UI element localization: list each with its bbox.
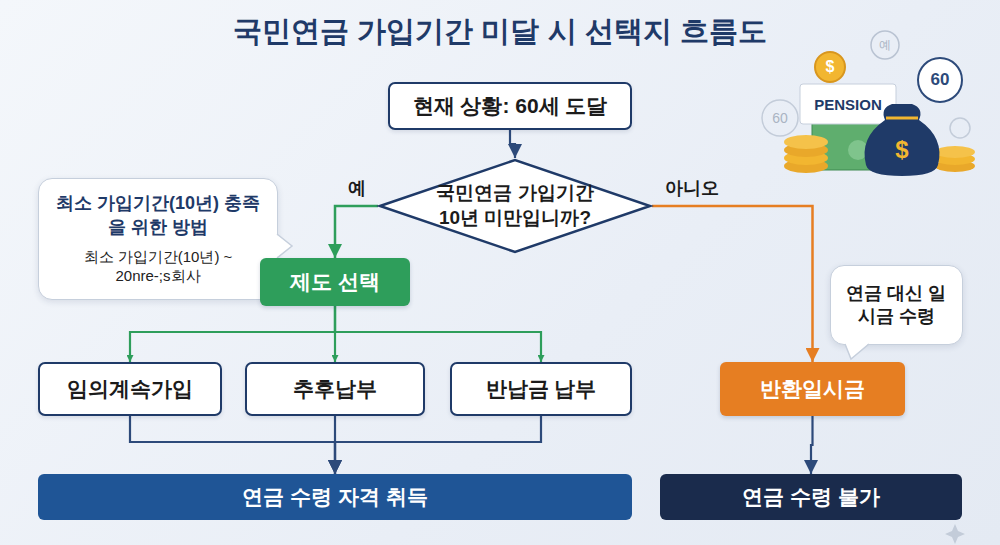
callout-tail [276, 234, 294, 258]
money-bag-tie [886, 117, 918, 120]
edge-label: 예 [348, 176, 366, 200]
flow-arrow [811, 416, 813, 474]
flow-arrow [335, 416, 541, 474]
sparkle [945, 524, 965, 544]
badge-text: 예 [879, 37, 891, 54]
node-text: 국민연금 가입기간 10년 미만입니까? [425, 181, 605, 230]
option-box: 추후납부 [245, 362, 425, 416]
badge-circle [871, 31, 899, 59]
currency-symbol: $ [826, 58, 835, 76]
node-text: 반환일시금 [760, 375, 865, 403]
callout-bubble: 연금 대신 일시금 수령 [830, 265, 963, 345]
node-text: 제도 선택 [290, 268, 380, 296]
node-text: 현재 상황: 60세 도달 [413, 92, 608, 120]
decision-diamond: 국민연금 가입기간 10년 미만입니까? [378, 158, 652, 254]
callout-bubble: 최소 가입기간(10년) 충족을 위한 방법최소 가입기간(10년) ~ 20n… [38, 178, 278, 300]
node-text: 최소 가입기간(10년) ~ 20nre-;s회사 [58, 247, 258, 286]
node-text: 연금 수령 불가 [742, 483, 880, 511]
badge-circle [918, 58, 962, 102]
badge-number: 60 [772, 110, 788, 126]
callout-tail [845, 343, 869, 361]
flow-arrow [652, 206, 813, 362]
diamond-outline [378, 158, 652, 254]
coin [815, 52, 845, 82]
start-box: 현재 상황: 60세 도달 [388, 82, 632, 130]
result-band: 연금 수령 자격 취득 [38, 474, 632, 520]
pension-illustration [762, 31, 975, 544]
choice-box: 제도 선택 [260, 258, 410, 306]
money-bag [865, 104, 940, 176]
flow-arrow [510, 130, 515, 158]
currency-symbol: $ [895, 136, 908, 164]
lump-sum-box: 반환일시금 [720, 362, 905, 416]
badge-circle [950, 118, 970, 138]
badge-number: 60 [931, 70, 950, 90]
flow-arrow [130, 306, 335, 362]
node-text: 연금 수령 자격 취득 [242, 483, 428, 511]
document-label: PENSION [814, 96, 882, 113]
pension-document [800, 84, 896, 124]
node-text: 최소 가입기간(10년) 충족을 위한 방법 [53, 192, 263, 239]
diagram-title: 국민연금 가입기간 미달 시 선택지 흐름도 [0, 12, 1000, 52]
option-box: 임의계속가입 [38, 362, 222, 416]
flow-arrow [130, 416, 335, 474]
flow-arrow [335, 206, 378, 258]
option-box: 반납금 납부 [450, 362, 632, 416]
node-text: 임의계속가입 [67, 375, 193, 403]
node-text: 반납금 납부 [486, 375, 597, 403]
badge-circle [762, 100, 798, 136]
edge-label: 아니오 [665, 176, 719, 200]
result-band: 연금 수령 불가 [660, 474, 962, 520]
node-text: 연금 대신 일시금 수령 [841, 282, 952, 329]
node-text: 추후납부 [293, 375, 377, 403]
diamond-shape [380, 160, 650, 252]
flow-arrow [335, 306, 541, 362]
